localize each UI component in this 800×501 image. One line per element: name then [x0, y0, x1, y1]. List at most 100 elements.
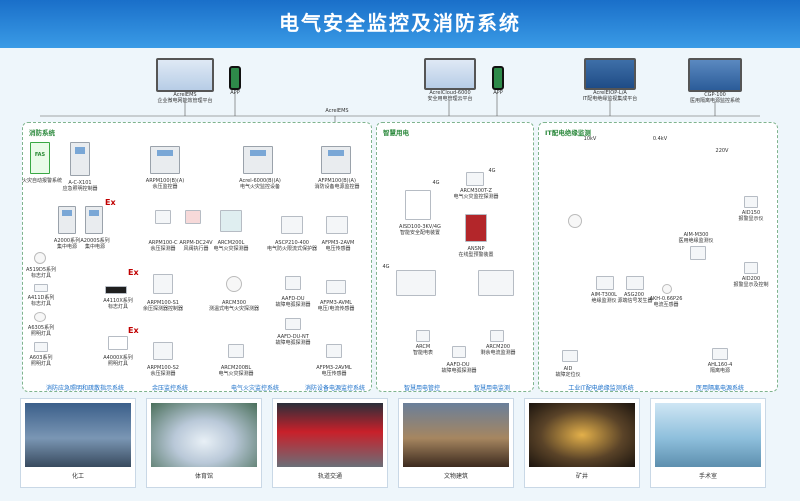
- device-label: AID: [563, 366, 573, 372]
- heritage-building-image: [403, 403, 509, 467]
- device-label: ANSNP: [467, 246, 485, 252]
- ansnp-unit: [465, 214, 487, 242]
- device-label: AIM-T300L: [591, 292, 617, 298]
- device-label: A4110X系列: [103, 298, 133, 304]
- section-label: 电气火灾监控系统: [230, 385, 279, 392]
- device-desc: 剩余电流监测器: [480, 350, 516, 356]
- application-tile: 轨道交通: [272, 398, 388, 488]
- device-label: ARCM300: [222, 300, 246, 306]
- device-desc: 消防设备电源监控器: [314, 184, 360, 190]
- acrelems-node-label: AcrelEMS: [325, 108, 349, 114]
- panel-title: 智慧用电: [383, 129, 409, 137]
- device-label: Acrel-6000(B)(A): [239, 178, 281, 184]
- cabinet-arpm100: [150, 146, 180, 174]
- voltage-label: 0.4kV: [652, 136, 668, 142]
- cabinet-afpm100: [321, 146, 351, 174]
- ascp210-protector: [281, 216, 303, 234]
- device-desc: 余压探测器: [150, 371, 176, 377]
- device-desc: 故障定位仪: [555, 372, 581, 378]
- device-label: AAFD-DU: [446, 362, 470, 368]
- lamp-a6305-icon: [34, 312, 46, 322]
- application-tile: 文物建筑: [398, 398, 514, 488]
- section-label: 余压监控系统: [151, 385, 188, 392]
- device-desc: 电气火灾监控探测器: [453, 194, 499, 200]
- device-desc: 源端信号发生器: [617, 298, 653, 304]
- device-label: ARPM100-S2: [147, 365, 179, 371]
- arcm300t-unit: [466, 172, 484, 186]
- tile-caption: 轨道交通: [317, 473, 342, 480]
- lamp-a4000x-icon: [108, 336, 128, 350]
- aid150-unit: [744, 196, 758, 208]
- device-desc: 测温式电气火灾探测器: [208, 306, 259, 312]
- device-label: AFPM3-AVML: [319, 300, 353, 306]
- device-desc: 照明灯具: [30, 331, 51, 337]
- chemical-plant-image: [25, 403, 131, 467]
- device-label: A4000X系列: [103, 355, 133, 361]
- afpm3-av-unit: [326, 280, 346, 294]
- net-4g-label: 4G: [488, 168, 496, 174]
- device-desc: 医用隔离电源监控系统: [689, 98, 740, 104]
- device-label: ASCP210-400: [275, 240, 309, 246]
- device-label: ARPM100(B)(A): [145, 178, 185, 184]
- device-desc: 电流互感器: [653, 302, 679, 308]
- device-desc: 安全用电管理云平台: [427, 96, 473, 102]
- device-desc: 企业微电网能效管理平台: [157, 98, 213, 104]
- device-desc: 标志灯具: [30, 273, 51, 279]
- device-desc: 电气火灾探测器: [218, 371, 254, 377]
- device-label: AID150: [741, 210, 761, 216]
- device-desc: 故障电弧探测器: [275, 340, 311, 346]
- device-desc: 智能安全配电装置: [399, 230, 440, 236]
- arpm100s1-unit: [153, 274, 173, 294]
- voltage-label: 10kV: [583, 136, 597, 142]
- device-desc: 电气火灾探测器: [213, 246, 249, 252]
- asg200-unit: [626, 276, 644, 290]
- train-image: [277, 403, 383, 467]
- aisd100-unit: [405, 190, 431, 220]
- lamp-a519d5-icon: [34, 252, 46, 264]
- device-label: A2000系列: [53, 238, 81, 244]
- aid-unit: [562, 350, 578, 362]
- net-4g-label: 4G: [432, 180, 440, 186]
- device-label: ARCM200BL: [220, 365, 252, 371]
- device-name: CGP-100: [704, 92, 726, 98]
- header-banner: 电气安全监控及消防系统: [0, 0, 800, 48]
- device-desc: 电压传感器: [321, 371, 347, 377]
- aim-m300-unit: [690, 246, 706, 260]
- aafd-du2-unit: [452, 346, 466, 358]
- device-label: AAFD-DU-NT: [277, 334, 309, 340]
- device-label: ARPM-DC24V: [179, 240, 213, 246]
- arpm100-s2-unit: [153, 342, 173, 360]
- tile-caption: 化工: [71, 473, 84, 480]
- device-desc: 故障电弧探测器: [441, 368, 477, 374]
- section-label: 消防设备电源监控系统: [304, 385, 365, 392]
- tile-caption: 体育馆: [194, 473, 213, 480]
- application-tile: 手术室: [650, 398, 766, 488]
- lamp-a411d-icon: [34, 284, 48, 292]
- device-desc: 应急照明控制器: [62, 186, 98, 192]
- meter-row-2: [478, 270, 514, 296]
- cabinet-acrel6000: [243, 146, 273, 174]
- cabinet-a2000s: [85, 206, 103, 234]
- arcm-unit: [416, 330, 430, 342]
- section-label: 智慧用电管控: [403, 385, 440, 392]
- device-desc: 隔离电源: [709, 368, 730, 374]
- operating-room-image: [655, 403, 761, 467]
- device-label: ARCM300T-Z: [460, 188, 492, 194]
- device-label: A603系列: [29, 355, 53, 361]
- acrelcloud-platform: AcrelCloud-6000 安全用电管理云平台: [418, 58, 482, 102]
- device-label: A2000S系列: [80, 238, 110, 244]
- device-desc: IT配电绝缘监视集成平台: [582, 96, 638, 102]
- section-label: 智慧用电监测: [473, 385, 510, 392]
- device-label: ARCM: [415, 344, 431, 350]
- panel-title: IT配电绝缘监测: [545, 129, 591, 137]
- ahl160-unit: [712, 348, 728, 360]
- fas-label: FAS: [34, 152, 46, 158]
- device-desc: 在线型预警装置: [458, 252, 494, 258]
- device-name: APP: [493, 90, 503, 96]
- device-label: A-C-X101: [68, 180, 92, 186]
- device-label: AHL160-4: [707, 362, 733, 368]
- device-desc: 集中电源: [84, 244, 105, 250]
- device-desc: 电气火灾监控设备: [239, 184, 280, 190]
- device-label: A6305系列: [27, 325, 55, 331]
- stadium-image: [151, 403, 257, 467]
